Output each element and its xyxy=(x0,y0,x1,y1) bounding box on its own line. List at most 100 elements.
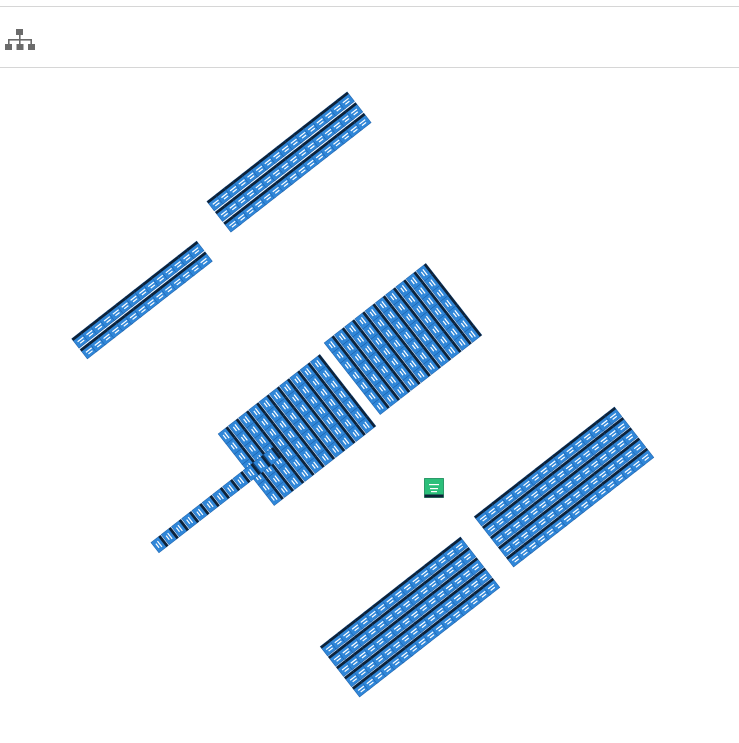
device-node[interactable] xyxy=(297,380,316,399)
device-node[interactable] xyxy=(344,319,363,338)
device-node[interactable] xyxy=(323,335,342,354)
device-node[interactable] xyxy=(433,348,452,367)
device-node[interactable] xyxy=(339,413,358,432)
device-node[interactable] xyxy=(323,392,342,412)
device-node[interactable] xyxy=(257,477,276,496)
device-node[interactable] xyxy=(363,386,382,405)
device-node[interactable] xyxy=(326,374,345,393)
device-node[interactable] xyxy=(391,315,410,334)
device-node[interactable] xyxy=(386,352,405,371)
device-node[interactable] xyxy=(401,307,420,326)
device-node[interactable] xyxy=(331,403,350,422)
group-left-upper[interactable] xyxy=(71,240,213,360)
group-top[interactable] xyxy=(206,91,372,233)
device-node[interactable] xyxy=(289,370,308,389)
device-node[interactable] xyxy=(258,394,277,413)
device-node[interactable] xyxy=(473,567,493,586)
device-node[interactable] xyxy=(191,502,210,522)
device-node[interactable] xyxy=(295,398,314,417)
device-node[interactable] xyxy=(329,421,348,440)
device-node[interactable] xyxy=(181,510,200,530)
device-node[interactable] xyxy=(272,432,291,452)
device-node[interactable] xyxy=(307,372,326,391)
device-node[interactable] xyxy=(315,382,334,401)
device-node[interactable] xyxy=(427,320,446,339)
device-node[interactable] xyxy=(311,419,330,438)
device-node[interactable] xyxy=(327,439,346,458)
device-node[interactable] xyxy=(233,446,252,465)
device-node[interactable] xyxy=(457,546,477,566)
device-node[interactable] xyxy=(264,422,283,441)
device-node[interactable] xyxy=(409,317,428,337)
device-node[interactable] xyxy=(362,321,381,340)
hierarchy-tree-icon[interactable] xyxy=(4,27,36,55)
device-node[interactable] xyxy=(403,289,422,308)
device-node[interactable] xyxy=(274,414,293,433)
device-node[interactable] xyxy=(384,370,403,389)
group-center-left[interactable] xyxy=(217,354,377,506)
device-node[interactable] xyxy=(318,364,337,383)
group-right-lower[interactable] xyxy=(473,406,655,568)
device-node[interactable] xyxy=(402,372,421,391)
device-node[interactable] xyxy=(306,455,325,474)
device-node[interactable] xyxy=(285,406,304,425)
device-node[interactable] xyxy=(382,388,401,407)
device-node[interactable] xyxy=(388,333,407,353)
device-node[interactable] xyxy=(371,396,390,415)
device-node[interactable] xyxy=(253,454,272,474)
device-node[interactable] xyxy=(416,263,435,282)
device-node[interactable] xyxy=(396,344,415,363)
device-node[interactable] xyxy=(358,357,377,377)
device-node[interactable] xyxy=(423,356,442,375)
device-node[interactable] xyxy=(194,251,213,270)
device-node[interactable] xyxy=(337,431,356,450)
device-node[interactable] xyxy=(232,470,251,490)
device-node[interactable] xyxy=(383,305,402,324)
device-node[interactable] xyxy=(456,314,475,333)
device-node[interactable] xyxy=(317,447,336,466)
device-node[interactable] xyxy=(309,437,328,456)
device-node[interactable] xyxy=(378,641,397,661)
topology-diagram[interactable] xyxy=(0,69,739,739)
device-node[interactable] xyxy=(225,436,244,455)
device-node[interactable] xyxy=(380,323,399,342)
device-node[interactable] xyxy=(321,411,340,430)
device-node[interactable] xyxy=(424,273,443,292)
device-node[interactable] xyxy=(299,362,318,381)
device-node[interactable] xyxy=(350,347,369,366)
device-node[interactable] xyxy=(448,304,467,323)
device-node[interactable] xyxy=(481,577,501,596)
device-node[interactable] xyxy=(201,494,220,514)
device-node[interactable] xyxy=(286,471,305,490)
device-node[interactable] xyxy=(305,390,324,409)
group-left-narrow[interactable] xyxy=(150,446,282,554)
device-node[interactable] xyxy=(412,364,431,383)
device-node[interactable] xyxy=(627,437,647,456)
device-node[interactable] xyxy=(160,526,179,546)
device-node[interactable] xyxy=(339,355,358,374)
device-node[interactable] xyxy=(288,453,307,472)
device-node[interactable] xyxy=(331,345,350,364)
device-node[interactable] xyxy=(443,340,462,359)
device-node[interactable] xyxy=(437,312,456,331)
device-node[interactable] xyxy=(411,299,430,318)
device-node[interactable] xyxy=(385,287,404,306)
device-node[interactable] xyxy=(366,368,385,387)
device-node[interactable] xyxy=(298,445,317,464)
device-node[interactable] xyxy=(150,534,169,554)
device-node[interactable] xyxy=(464,324,483,343)
device-node[interactable] xyxy=(404,354,423,373)
root-node[interactable] xyxy=(424,478,444,498)
device-node[interactable] xyxy=(413,281,432,300)
device-node[interactable] xyxy=(222,478,241,498)
device-node[interactable] xyxy=(445,322,464,341)
device-node[interactable] xyxy=(276,479,295,498)
device-node[interactable] xyxy=(171,518,190,538)
device-node[interactable] xyxy=(228,418,247,437)
topology-canvas[interactable] xyxy=(0,69,739,739)
device-node[interactable] xyxy=(278,461,297,480)
device-node[interactable] xyxy=(415,346,434,365)
device-node[interactable] xyxy=(449,536,469,555)
device-node[interactable] xyxy=(347,365,366,385)
device-node[interactable] xyxy=(290,435,309,454)
